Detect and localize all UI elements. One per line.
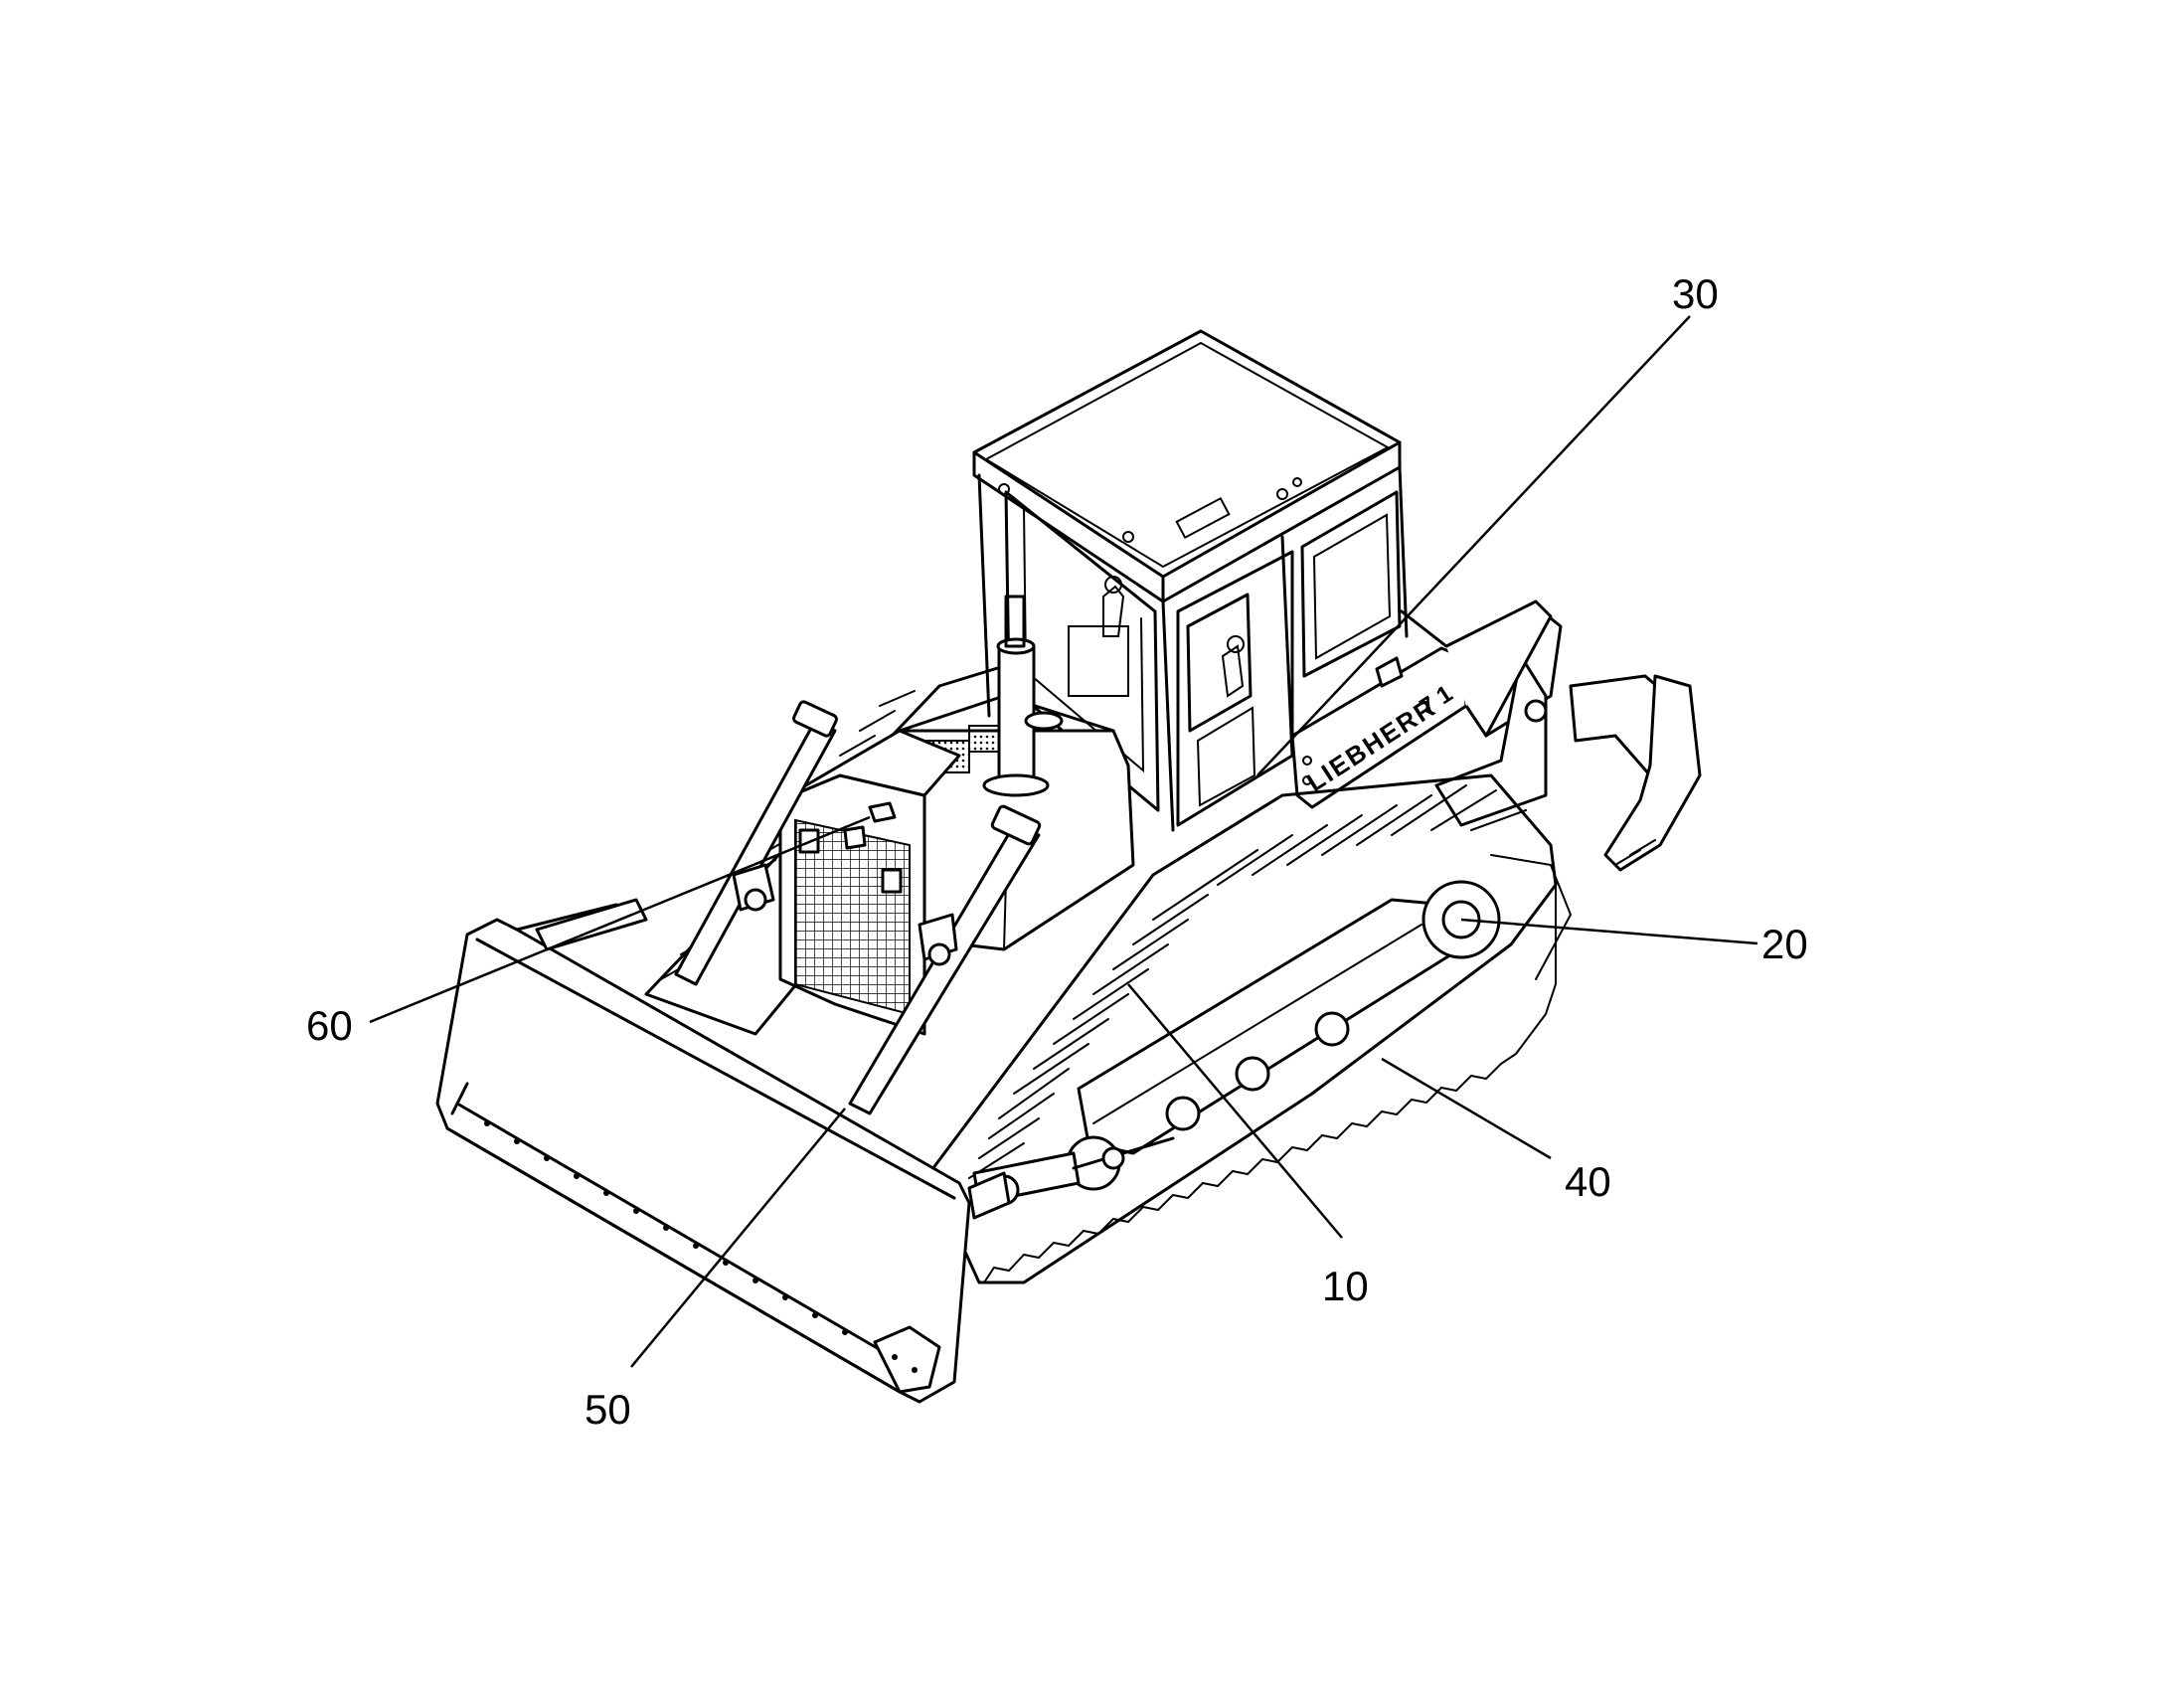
leader-10	[1127, 983, 1343, 1239]
leader-20	[1460, 918, 1758, 945]
callout-50: 50	[585, 1386, 631, 1433]
front-track	[927, 773, 1573, 1284]
callout-40: 40	[1565, 1158, 1611, 1205]
callout-labels: 30 20 60 40 10 50	[306, 270, 1808, 1433]
callout-20: 20	[1761, 921, 1808, 967]
roof-plate	[1175, 496, 1231, 540]
blade-bolts	[484, 1120, 918, 1373]
cab	[972, 329, 1409, 832]
leader-30	[1256, 315, 1691, 776]
leader-60	[369, 815, 871, 1024]
leader-40	[1381, 1057, 1552, 1160]
dozer-blade	[435, 898, 1011, 1404]
leader-50	[630, 1108, 846, 1368]
callout-10: 10	[1322, 1263, 1369, 1309]
lift-cylinders	[674, 700, 1042, 1115]
callout-60: 60	[306, 1002, 353, 1049]
leader-lines	[369, 315, 1758, 1368]
callout-30: 30	[1672, 270, 1719, 317]
